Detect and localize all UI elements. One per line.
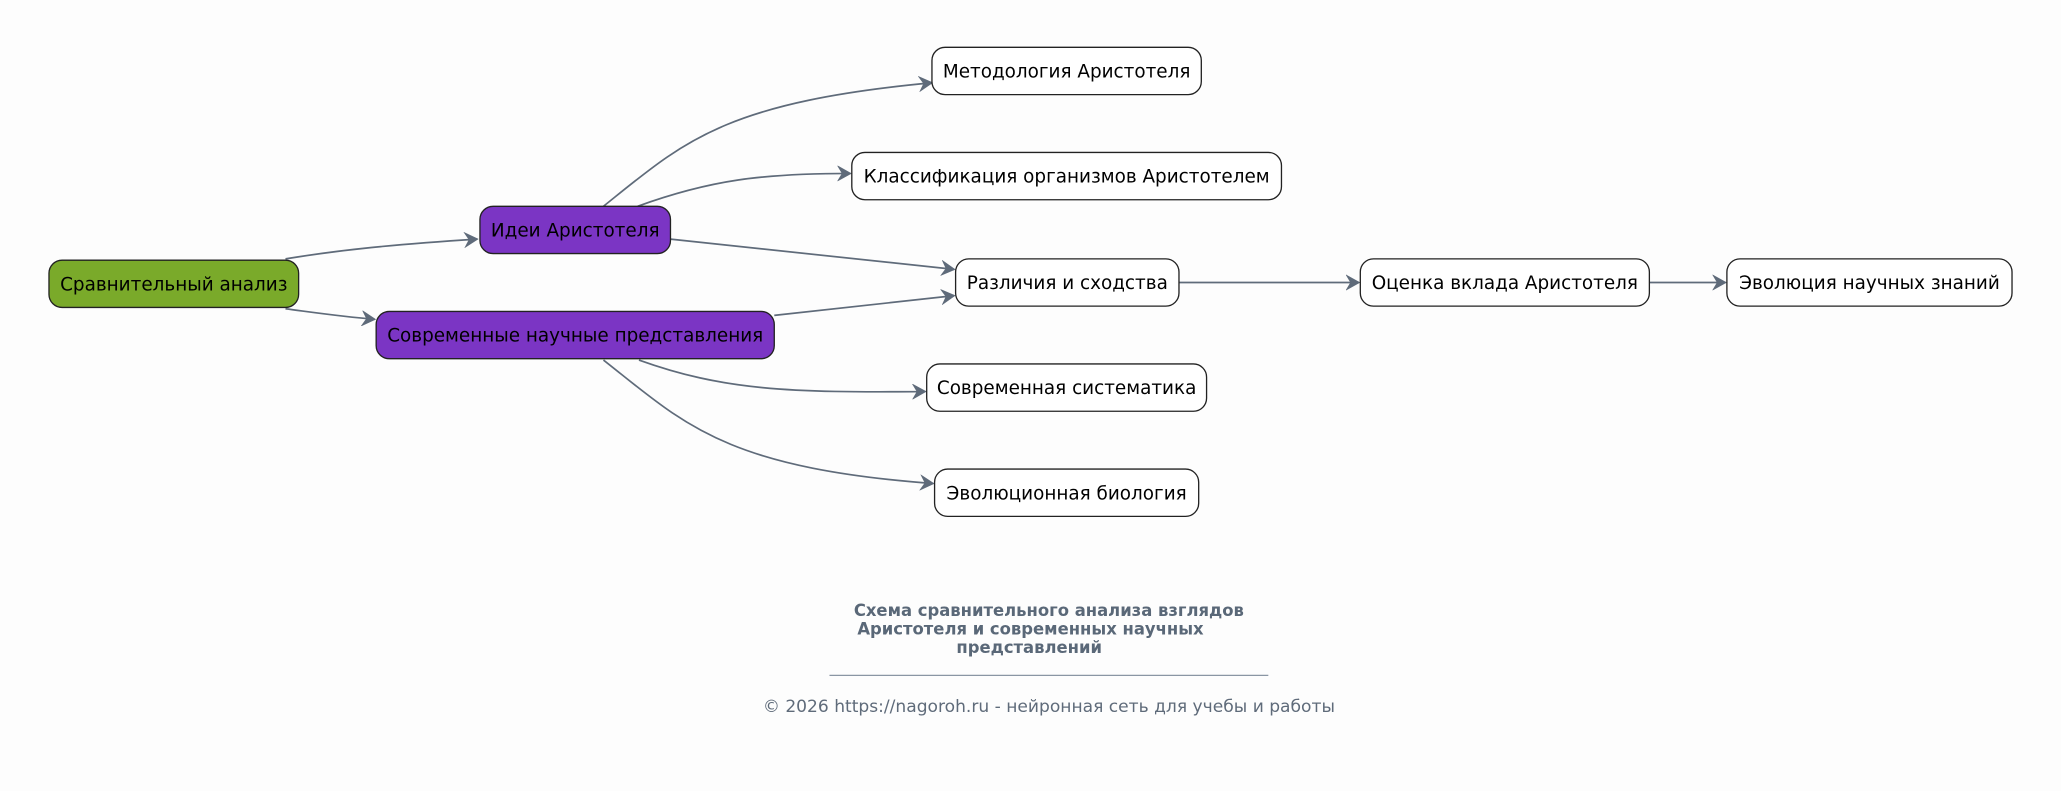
- node-methodology[interactable]: Методология Аристотеля: [931, 46, 1202, 96]
- caption-title-line-1: Схема сравнительного анализа взглядов: [854, 601, 1244, 620]
- edges: [285, 83, 1725, 484]
- caption: Схема сравнительного анализа взглядов Ар…: [763, 601, 1335, 717]
- node-label: Эволюционная биология: [947, 483, 1187, 504]
- edge-ideas-methodology: [602, 83, 931, 207]
- edge-ideas-classification: [637, 173, 851, 208]
- node-label: Методология Аристотеля: [943, 62, 1191, 83]
- node-label: Оценка вклада Аристотеля: [1372, 273, 1638, 294]
- caption-title-line-3: представлений: [956, 638, 1102, 657]
- node-label: Классификация организмов Аристотелем: [864, 167, 1270, 188]
- caption-title-line-2: Аристотеля и современных научных: [857, 620, 1204, 639]
- node-contribution[interactable]: Оценка вклада Аристотеля: [1359, 258, 1651, 307]
- node-label: Сравнительный анализ: [60, 274, 287, 295]
- node-label: Современные научные представления: [387, 326, 763, 347]
- node-label: Эволюция научных знаний: [1739, 273, 2000, 294]
- edge-root-modern: [285, 307, 374, 320]
- node-label: Идеи Аристотеля: [491, 221, 660, 242]
- node-label: Современная систематика: [937, 378, 1197, 399]
- edge-root-ideas: [285, 239, 477, 260]
- edge-modern-differences: [774, 296, 954, 317]
- node-systematics[interactable]: Современная систематика: [926, 363, 1208, 412]
- node-classification[interactable]: Классификация организмов Аристотелем: [851, 151, 1283, 201]
- node-aristotle-ideas[interactable]: Идеи Аристотеля: [479, 205, 672, 255]
- node-differences[interactable]: Различия и сходства: [954, 258, 1180, 307]
- edge-modern-evobiology: [602, 359, 933, 484]
- node-root[interactable]: Сравнительный анализ: [48, 259, 300, 309]
- node-label: Различия и сходства: [967, 273, 1168, 294]
- footer-copyright: © 2026 https://nagoroh.ru - нейронная се…: [763, 697, 1335, 717]
- node-evolution-knowledge[interactable]: Эволюция научных знаний: [1726, 258, 2013, 307]
- node-evo-biology[interactable]: Эволюционная биология: [933, 468, 1200, 518]
- node-modern-views[interactable]: Современные научные представления: [375, 310, 775, 360]
- edge-ideas-differences: [670, 238, 954, 269]
- edge-modern-systematics: [638, 359, 925, 392]
